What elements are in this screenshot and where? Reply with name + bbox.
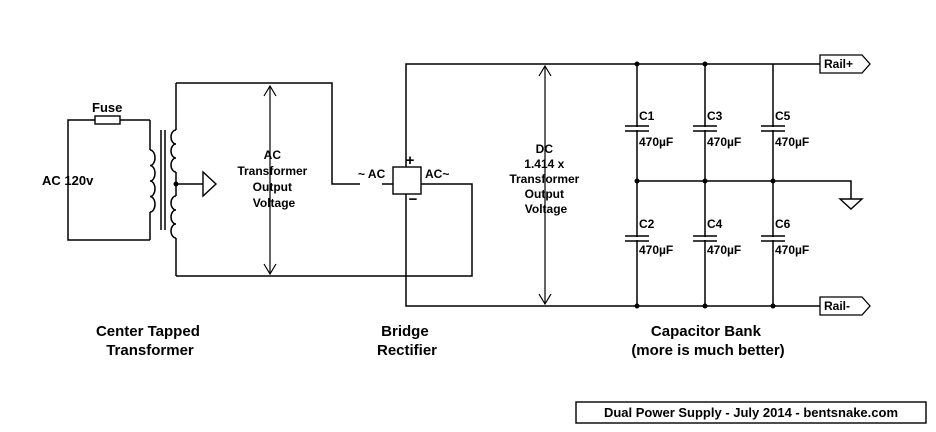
bridge-minus-label: −	[409, 191, 418, 208]
capacitor-c5-value: 470µF	[775, 135, 809, 149]
capacitor-c3-name: C3	[707, 109, 723, 123]
transformer-caption: Center Tapped Transformer	[96, 323, 204, 359]
rectifier-caption: Bridge Rectifier	[377, 323, 437, 359]
junction-dots	[634, 61, 776, 309]
capacitor-c1-name: C1	[639, 109, 655, 123]
rail-plus-label: Rail+	[824, 57, 853, 71]
primary-winding	[149, 149, 156, 213]
bridge-rectifier-symbol	[392, 166, 422, 195]
bridge-wiring	[382, 63, 824, 307]
dc-voltage-arrow	[538, 64, 552, 306]
ground-symbol	[838, 198, 864, 210]
ac-left-label: ~ AC	[358, 167, 386, 181]
center-tap-ground-symbol	[202, 170, 218, 198]
capacitor-c3-value: 470µF	[707, 135, 741, 149]
rail-plus-connector	[819, 54, 871, 74]
fuse-label: Fuse	[92, 100, 122, 115]
capacitor-c6-value: 470µF	[775, 243, 809, 257]
footer-box	[575, 401, 927, 424]
secondary-wiring	[175, 82, 473, 277]
capacitor-c2-value: 470µF	[639, 243, 673, 257]
capacitor-plates	[625, 125, 785, 242]
ac-output-label: AC Transformer Output Voltage	[237, 148, 310, 210]
footer-title: Dual Power Supply - July 2014 - bentsnak…	[604, 405, 898, 420]
capacitor-c1-value: 470µF	[639, 135, 673, 149]
ac-input-loop	[67, 119, 151, 241]
rail-minus-label: Rail-	[824, 299, 850, 313]
fuse-symbol	[94, 115, 121, 125]
capacitor-c2-name: C2	[639, 217, 655, 231]
ac-voltage-arrow	[263, 84, 277, 276]
secondary-winding-lower	[170, 195, 177, 239]
rail-minus-connector	[819, 296, 871, 316]
center-tap-junction	[173, 181, 179, 187]
capacitor-bank-caption: Capacitor Bank (more is much better)	[631, 323, 784, 359]
ac-input-label: AC 120v	[42, 173, 94, 188]
capacitor-c4-value: 470µF	[707, 243, 741, 257]
capacitor-c6-name: C6	[775, 217, 791, 231]
capacitor-c5-name: C5	[775, 109, 791, 123]
secondary-winding-upper	[170, 129, 177, 173]
capacitor-c4-name: C4	[707, 217, 723, 231]
bridge-plus-label: +	[406, 152, 415, 169]
dc-output-label: DC 1.414 x Transformer Output Voltage	[509, 142, 582, 216]
capacitor-bank-wiring	[636, 64, 852, 306]
ac-right-label: AC~	[425, 167, 449, 181]
